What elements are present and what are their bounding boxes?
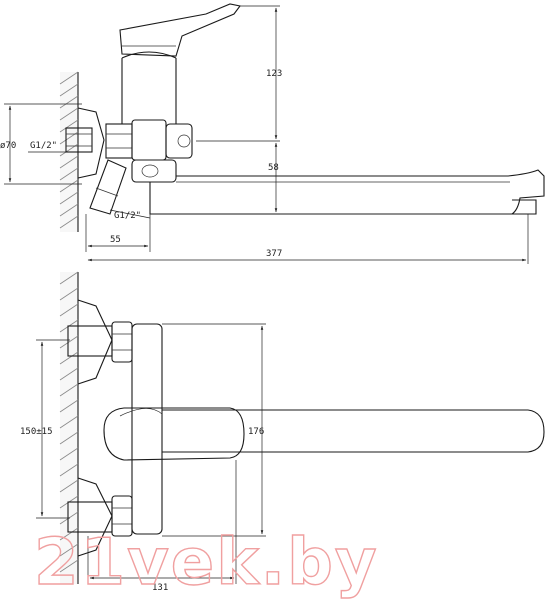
dim-width: 131 bbox=[152, 583, 168, 593]
dim-offset-wall: 55 bbox=[110, 235, 121, 245]
dim-height-spout: 58 bbox=[268, 163, 279, 173]
dim-outlet-diameter: ø70 bbox=[0, 141, 16, 151]
dim-thread-bottom: G1/2" bbox=[114, 211, 141, 221]
dim-height-lever: 123 bbox=[266, 69, 282, 79]
side-view: 123 58 ø70 G1/2" G1/2" 55 377 bbox=[0, 3, 545, 264]
dim-thread-top: G1/2" bbox=[30, 141, 57, 151]
dim-center-distance: 150±15 bbox=[20, 427, 53, 437]
dim-depth: 176 bbox=[248, 427, 264, 437]
top-view: 150±15 176 131 bbox=[20, 271, 545, 593]
wall-hatch-bottom bbox=[59, 271, 79, 584]
dim-total-length: 377 bbox=[266, 249, 282, 259]
watermark: 21vek.by bbox=[34, 526, 379, 600]
